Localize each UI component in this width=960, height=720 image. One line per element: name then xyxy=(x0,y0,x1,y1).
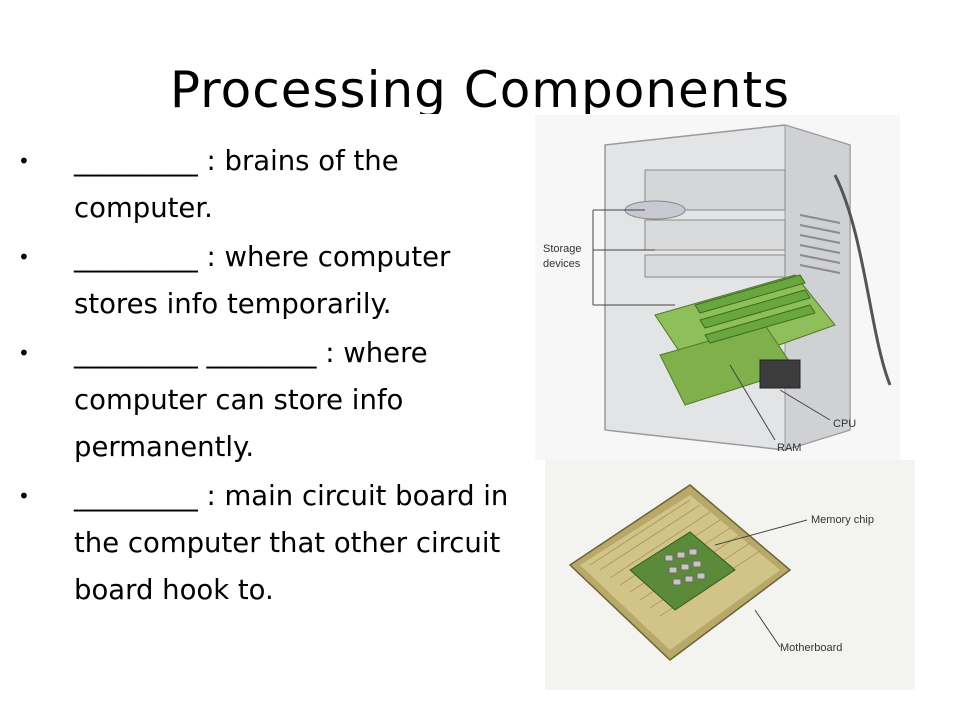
storage-label-line1: Storage xyxy=(543,243,582,255)
slide-title: Processing Components xyxy=(169,61,791,114)
bullet-dot: • xyxy=(18,149,30,173)
bullet-item: • _________ : brains of the computer. xyxy=(18,138,538,232)
cpu-chip-illustration: Memory chip Motherboard xyxy=(545,460,915,690)
ram-label: RAM xyxy=(777,442,801,454)
storage-label-line2: devices xyxy=(543,258,581,270)
cpu-label: CPU xyxy=(833,418,856,430)
bullet-text: _________ : where computer stores info t… xyxy=(74,241,451,320)
bullet-dot: • xyxy=(18,484,30,508)
memory-chip-label: Memory chip xyxy=(811,514,874,526)
bullet-item: • _________ : main circuit board in the c… xyxy=(18,473,538,614)
bullet-text: _________ : brains of the computer. xyxy=(74,145,399,224)
motherboard-label: Motherboard xyxy=(780,642,842,654)
bullet-dot: • xyxy=(18,245,30,269)
bullet-list: • _________ : brains of the computer. • __… xyxy=(18,138,538,614)
bullet-text: _________ : main circuit board in the co… xyxy=(74,480,509,606)
bullet-text: _________ ________ : where computer can … xyxy=(74,337,428,463)
bullet-item: • _________ : where computer stores info … xyxy=(18,234,538,328)
bullet-dot: • xyxy=(18,341,30,365)
computer-internals-illustration: Storage devices CPU RAM xyxy=(535,115,900,460)
bullet-item: • _________ ________ : where computer can… xyxy=(18,330,538,471)
